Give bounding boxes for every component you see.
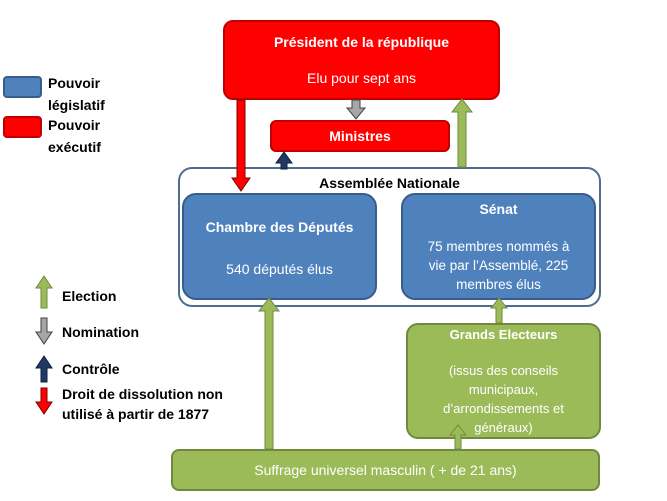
suffrage-universel-box: Suffrage universel masculin ( + de 21 an…: [171, 449, 600, 491]
legend-executif-line1: Pouvoir: [48, 117, 101, 133]
legend-legislatif-line2: législatif: [48, 97, 105, 113]
election-arrow-senat-icon: [489, 297, 509, 324]
president-subtitle: Elu pour sept ans: [307, 70, 416, 86]
legend-legislatif-line1: Pouvoir: [48, 75, 101, 91]
senat-text-line: vie par l’Assemblé, 225: [428, 258, 569, 273]
legend-swatch-executif: [3, 116, 42, 138]
grands-electeurs-title: Grands Electeurs: [449, 327, 558, 342]
grands-electeurs-text-line: généraux): [474, 420, 533, 435]
election-arrow-chambre-icon: [257, 297, 281, 450]
grands-electeurs-text: (issus des conseils municipaux, d’arrond…: [414, 361, 593, 437]
election-arrow-president-icon: [450, 98, 474, 168]
ministres-box: Ministres: [270, 120, 450, 152]
president-box: Président de la république Elu pour sept…: [223, 20, 500, 100]
election-arrow-grands-electeurs-icon: [448, 424, 468, 450]
legend-executif-line2: exécutif: [48, 139, 101, 155]
president-title: Président de la république: [273, 34, 450, 50]
legend-election-arrow-icon: [35, 275, 53, 309]
legend-dissolution-line1: Droit de dissolution non: [62, 386, 223, 402]
chambre-deputes-title: Chambre des Députés: [205, 219, 354, 235]
legend-swatch-legislatif: [3, 76, 42, 98]
legend-executif-label: Pouvoir exécutif: [48, 114, 101, 158]
chambre-deputes-box: Chambre des Députés 540 députés élus: [182, 193, 377, 300]
legend-dissolution-line2: utilisé à partir de 1877: [62, 406, 210, 422]
senat-text: 75 membres nommés à vie par l’Assemblé, …: [411, 237, 586, 294]
legend-nomination-label: Nomination: [62, 324, 139, 340]
legend-controle-label: Contrôle: [62, 361, 120, 377]
legend-controle-arrow-icon: [35, 355, 53, 383]
controle-arrow-icon: [275, 151, 293, 170]
chambre-deputes-text: 540 députés élus: [226, 261, 333, 277]
nomination-arrow-icon: [345, 99, 367, 120]
dissolution-arrow-icon: [231, 99, 251, 192]
grands-electeurs-text-line: (issus des conseils: [448, 363, 559, 378]
assemblee-nationale-title: Assemblée Nationale: [319, 175, 460, 191]
senat-title: Sénat: [479, 201, 518, 217]
grands-electeurs-text-line: municipaux,: [468, 382, 539, 397]
legend-nomination-arrow-icon: [35, 317, 53, 345]
legend-dissolution-label: Droit de dissolution non utilisé à parti…: [62, 384, 223, 424]
legend-legislatif-label: Pouvoir législatif: [48, 72, 105, 116]
senat-text-line: membres élus: [456, 277, 541, 292]
senat-text-line: 75 membres nommés à: [427, 239, 570, 254]
grands-electeurs-box: Grands Electeurs (issus des conseils mun…: [406, 323, 601, 439]
legend-dissolution-arrow-icon: [35, 387, 53, 415]
grands-electeurs-text-line: d’arrondissements et: [443, 401, 564, 416]
legend-election-label: Election: [62, 288, 117, 304]
